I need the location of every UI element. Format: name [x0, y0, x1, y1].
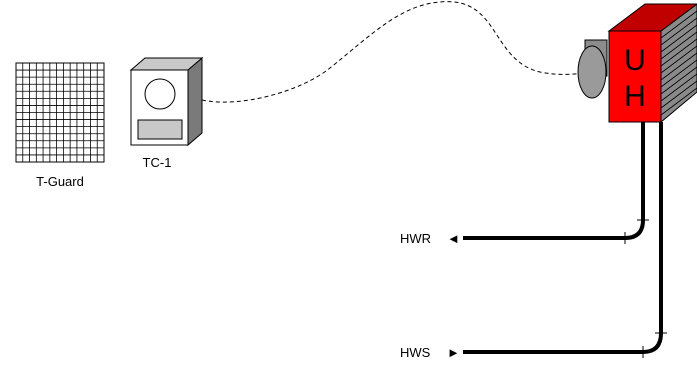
unit-heater-louver [660, 66, 697, 95]
unit-heater-fan-motor [577, 45, 607, 99]
t-guard-label: T-Guard [36, 174, 84, 189]
unit-heater-louver [660, 80, 697, 109]
unit-heater-louver [660, 24, 697, 53]
unit-heater-louver [660, 59, 697, 88]
return-pipe: HWR ◄ [400, 122, 649, 246]
t-guard-grid-lines [16, 63, 104, 162]
control-wire [201, 1, 586, 103]
unit-heater-grille-louvers [660, 3, 697, 116]
unit-heater-label-u: U [624, 44, 646, 77]
unit-heater-louver [660, 52, 697, 81]
unit-heater-front [608, 30, 662, 123]
hws-label: HWS [400, 345, 431, 360]
unit-heater-louver [660, 87, 697, 116]
hws-arrow-icon: ► [447, 345, 460, 360]
t-guard: T-Guard [15, 62, 105, 189]
thermostat-display [137, 119, 183, 140]
unit-heater-louver [660, 45, 697, 74]
unit-heater-label-h: H [624, 80, 646, 113]
return-pipe-line [463, 122, 645, 240]
unit-heater: U H [577, 3, 697, 124]
unit-heater-louver [660, 73, 697, 102]
hwr-arrow-icon: ◄ [447, 231, 460, 246]
thermostat-dial [144, 78, 176, 110]
thermostat-tc1: TC-1 [129, 56, 204, 170]
supply-pipe: HWS ► [400, 122, 667, 360]
thermostat-label: TC-1 [143, 155, 172, 170]
unit-heater-louver [660, 10, 697, 39]
hwr-label: HWR [400, 231, 431, 246]
thermostat-side [187, 56, 203, 147]
unit-heater-louver [660, 38, 697, 67]
unit-heater-louver [660, 17, 697, 46]
unit-heater-louver [660, 31, 697, 60]
